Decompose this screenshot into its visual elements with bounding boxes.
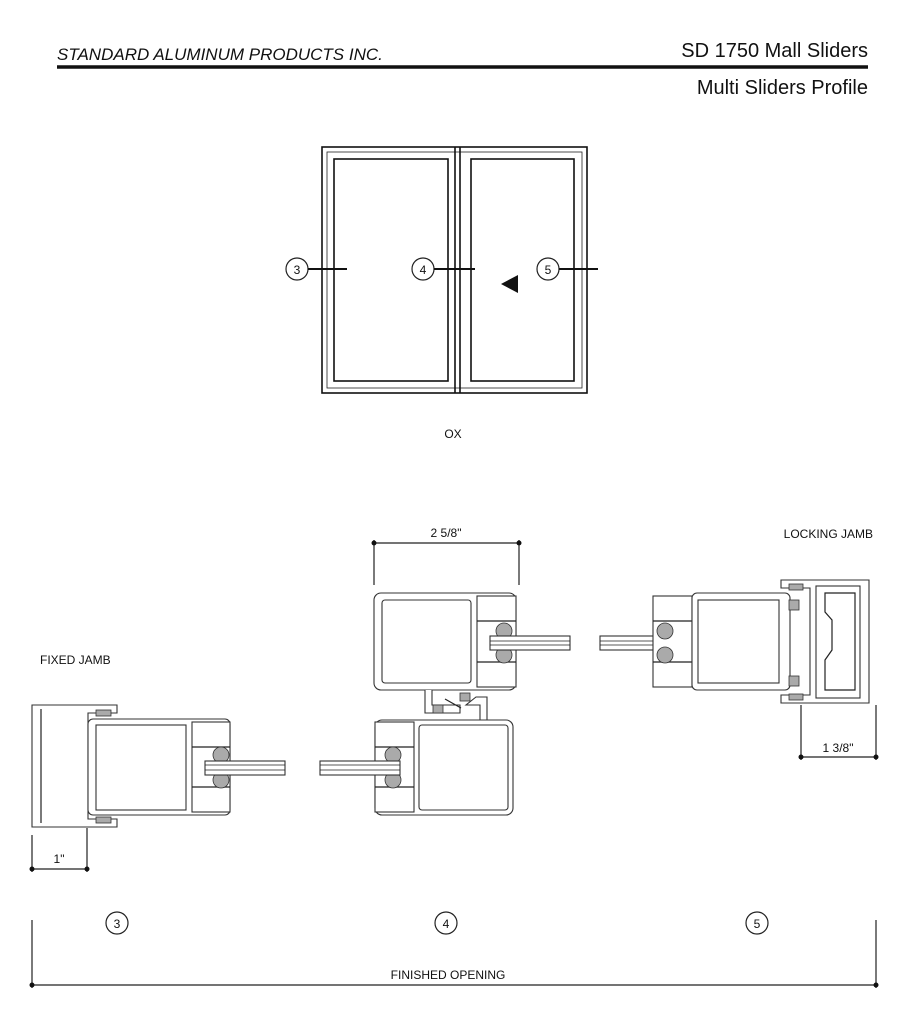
svg-text:1 3/8": 1 3/8": [823, 741, 854, 755]
locking-jamb-label: LOCKING JAMB: [784, 527, 873, 541]
svg-text:4: 4: [443, 917, 450, 931]
svg-text:FINISHED OPENING: FINISHED OPENING: [391, 968, 506, 982]
company-name: STANDARD ALUMINUM PRODUCTS INC.: [57, 45, 383, 64]
svg-text:3: 3: [114, 917, 121, 931]
interlock-section: [319, 592, 571, 816]
svg-text:3: 3: [294, 263, 301, 277]
elevation-callout-4: 4: [411, 257, 475, 281]
interlock-dimension: 2 5/8": [371, 526, 522, 585]
product-title: SD 1750 Mall Sliders: [681, 40, 868, 62]
dimension-fixed: 1": [29, 828, 90, 872]
section-callout-3: 3: [105, 911, 129, 935]
configuration-label: OX: [444, 427, 461, 441]
svg-text:1": 1": [54, 852, 65, 866]
elevation-callout-3: 3: [285, 257, 347, 281]
slide-direction-arrow-icon: [501, 275, 518, 293]
fixed-jamb-section: [31, 704, 286, 828]
section-callout-5: 5: [745, 911, 769, 935]
svg-text:5: 5: [545, 263, 552, 277]
svg-text:2 5/8": 2 5/8": [431, 526, 462, 540]
section-callout-4: 4: [434, 911, 458, 935]
sheet-subtitle: Multi Sliders Profile: [697, 77, 868, 99]
locking-jamb-section: [599, 579, 870, 704]
finished-opening-dimension: FINISHED OPENING: [29, 920, 879, 988]
elevation-callout-5: 5: [536, 257, 598, 281]
fixed-jamb-label: FIXED JAMB: [40, 653, 111, 667]
dimension-locking: 1 3/8": [798, 705, 879, 760]
svg-text:4: 4: [420, 263, 427, 277]
svg-text:5: 5: [754, 917, 761, 931]
